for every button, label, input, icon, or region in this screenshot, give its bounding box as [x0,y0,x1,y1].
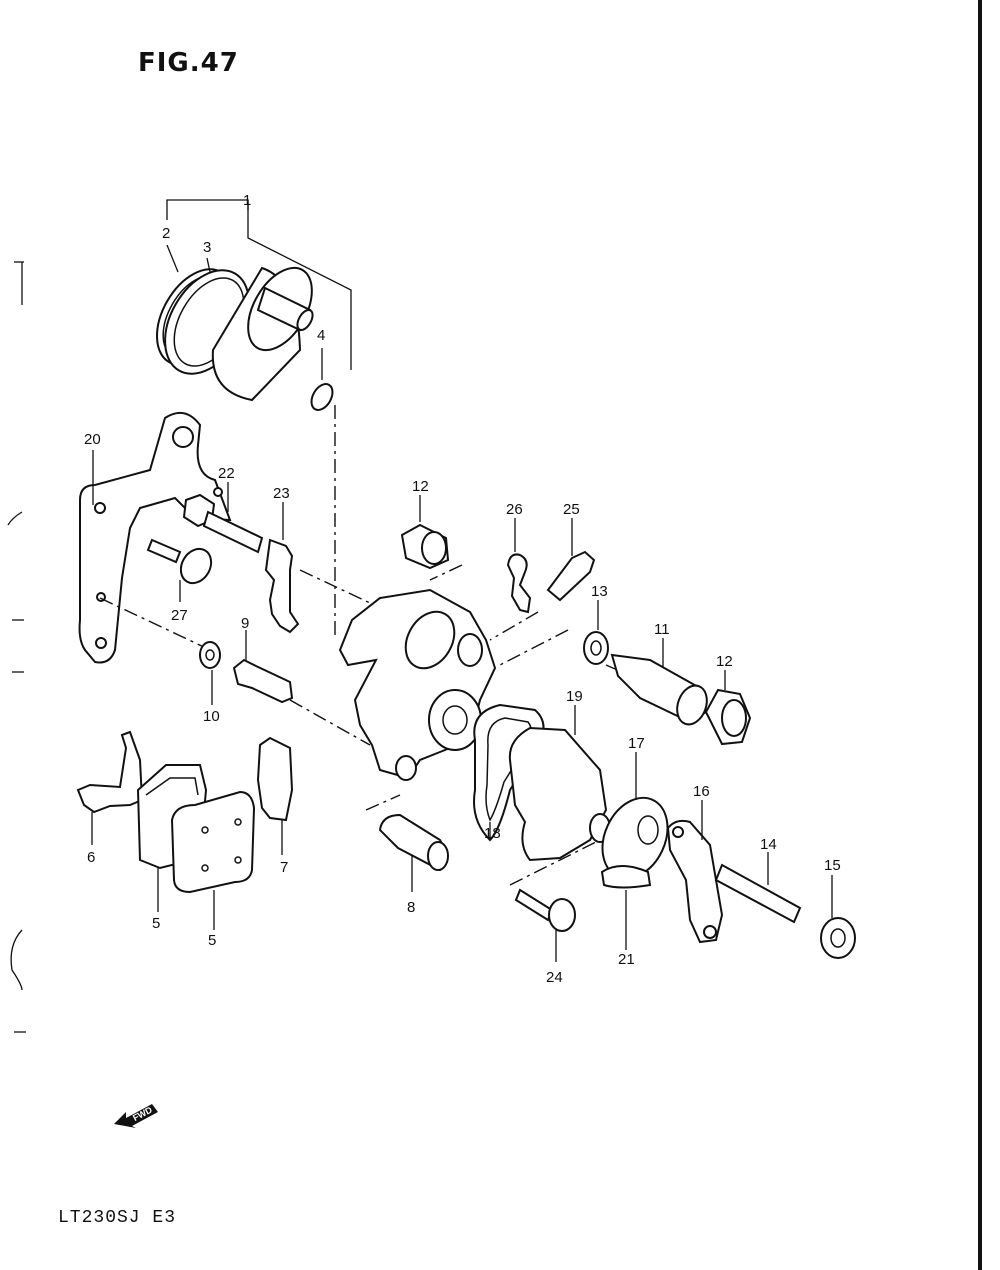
label-11: 11 [654,621,670,638]
part-bolt-long [182,482,264,554]
label-13: 13 [591,583,608,600]
part-washer-small [583,600,609,665]
part-cap-screw [514,888,576,962]
label-25: 25 [563,501,580,518]
part-brake-pad-inner [170,790,256,930]
part-adjust-screw [714,852,802,924]
part-bolt-short [146,538,213,602]
part-caliper-body [338,588,497,781]
label-22: 22 [218,465,235,482]
part-bleeder-cap [506,518,532,614]
part-boot-right [704,670,752,746]
label-2: 2 [162,225,170,242]
label-6: 6 [87,849,95,866]
part-spring [600,865,652,950]
forward-arrow-icon: FWD [112,1098,160,1137]
part-pad-spring [76,730,144,845]
part-bracket [78,411,232,664]
figure-title: FIG.47 [138,48,239,78]
assembly-lines [99,405,641,886]
group-1-bracket [166,199,352,370]
label-5a: 5 [152,915,160,932]
part-slide-pin [610,638,708,726]
label-7: 7 [280,859,288,876]
label-19: 19 [566,688,583,705]
part-pad-shim [256,736,294,855]
label-24: 24 [546,969,563,986]
label-23: 23 [273,485,290,502]
model-code: LT230SJ E3 [58,1208,177,1228]
label-4: 4 [317,327,325,344]
label-1: 1 [243,192,251,209]
part-bleeder [546,518,596,602]
label-8: 8 [407,899,415,916]
label-16: 16 [693,783,710,800]
part-pin [378,813,449,892]
part-labels: 1 2 3 4 5 5 6 7 8 9 10 11 12 12 13 14 15… [84,192,841,986]
part-retainer [264,502,300,634]
label-27: 27 [171,607,188,624]
label-12b: 12 [716,653,733,670]
label-17: 17 [628,735,645,752]
left-margin-marks [7,261,26,1033]
label-12a: 12 [412,478,429,495]
part-lever [666,800,724,944]
label-9: 9 [241,615,249,632]
label-15: 15 [824,857,841,874]
part-boot-upper [400,495,450,570]
label-18: 18 [484,825,501,842]
part-bolt-9 [232,630,294,704]
label-20: 20 [84,431,101,448]
label-5b: 5 [208,932,216,949]
label-21: 21 [618,951,635,968]
label-10: 10 [203,708,220,725]
part-o-ring [310,348,334,411]
part-nut [820,875,856,959]
part-piston [211,266,314,402]
label-14: 14 [760,836,777,853]
label-26: 26 [506,501,523,518]
label-3: 3 [203,239,211,256]
part-washer-10 [199,641,221,705]
adjacent-page-edge [978,0,1000,1270]
